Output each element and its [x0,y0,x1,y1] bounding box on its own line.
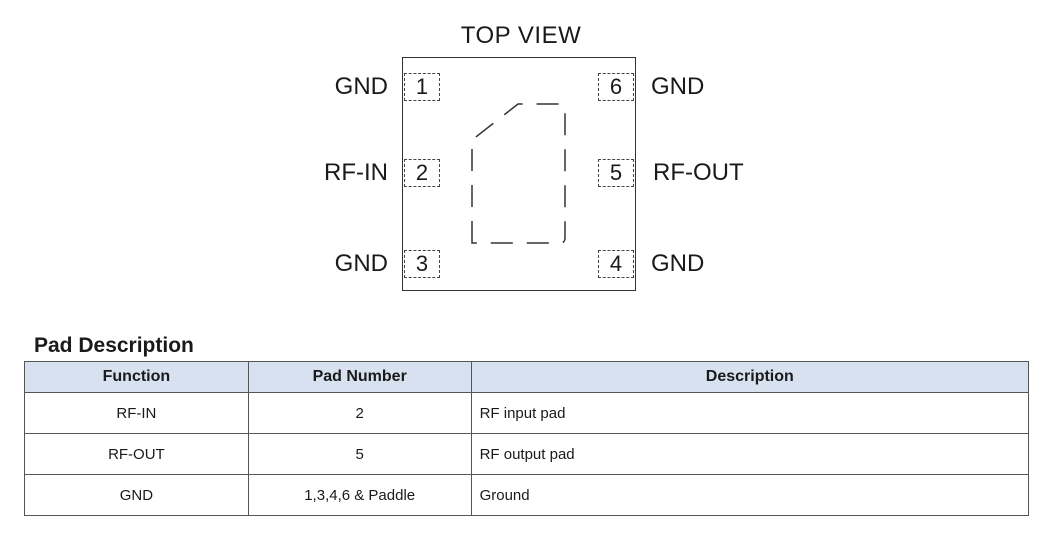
cell-pad-number: 5 [247,433,472,475]
pin-6-label: GND [651,73,705,100]
table-row: RF-OUT 5 RF output pad [24,433,1030,475]
table-header-row: Function Pad Number Description [24,361,1030,393]
pin-4-label: GND [651,250,705,277]
package-outline [402,57,636,291]
header-description: Description [470,361,1030,393]
cell-pad-number: 2 [247,392,472,434]
pin-5-label: RF-OUT [653,159,744,186]
cell-pad-number: 1,3,4,6 & Paddle [247,474,472,516]
table-row: GND 1,3,4,6 & Paddle Ground [24,474,1030,516]
package-diagram: TOP VIEW GND 1 RF-IN 2 GND 3 4 GND 5 RF-… [324,22,744,291]
pad-description-table: Function Pad Number Description RF-IN 2 … [24,361,1030,516]
header-function: Function [24,361,249,393]
cell-description: RF output pad [470,433,1030,475]
pin-4-pad: 4 [598,250,634,278]
top-view-title: TOP VIEW [460,22,582,49]
cell-function: GND [24,474,249,516]
cell-function: RF-IN [24,392,249,434]
cell-description: RF input pad [470,392,1030,434]
pad-description-title: Pad Description [34,334,194,357]
table-row: RF-IN 2 RF input pad [24,392,1030,434]
cell-description: Ground [470,474,1030,516]
pin-1-label: GND [334,73,388,100]
pin-6-pad: 6 [598,73,634,101]
exposed-paddle [471,103,566,244]
cell-function: RF-OUT [24,433,249,475]
pin-5-pad: 5 [598,159,634,187]
pin-3-pad: 3 [404,250,440,278]
header-pad-number: Pad Number [247,361,472,393]
pin-1-pad: 1 [404,73,440,101]
pin-2-label: RF-IN [324,159,388,186]
pin-3-label: GND [334,250,388,277]
pin-2-pad: 2 [404,159,440,187]
